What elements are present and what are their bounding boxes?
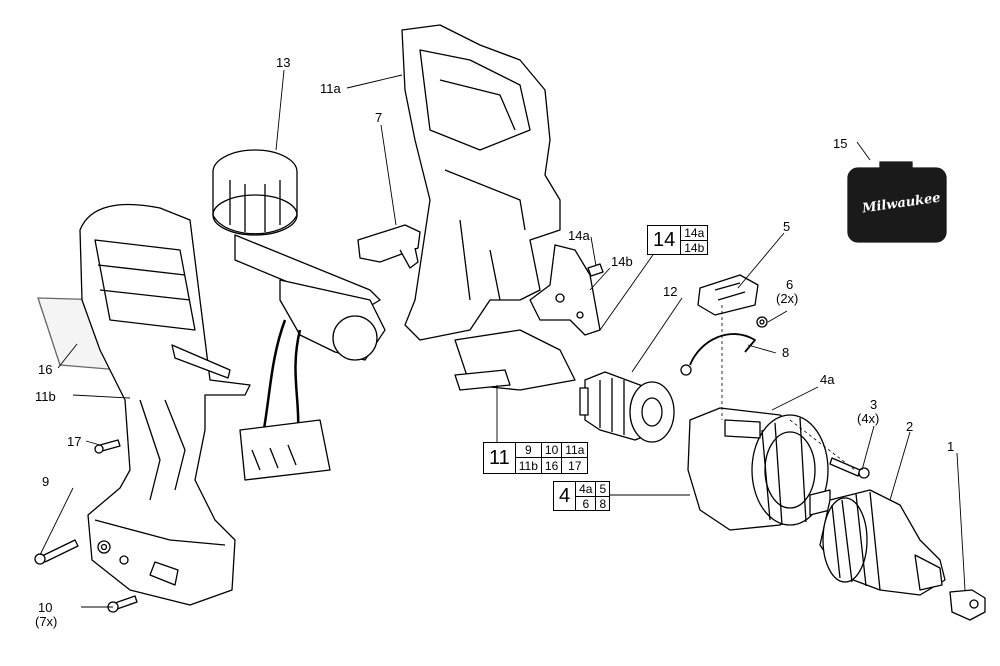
- reference-box-11: 11 9 10 11a 11b 16 17: [483, 442, 589, 474]
- reference-cell: 8: [599, 497, 607, 511]
- reference-box-14-main: 14: [648, 226, 682, 254]
- reference-cell: 17: [568, 458, 582, 473]
- part-housing-latch: [454, 329, 576, 391]
- part-5-speed-selector: [697, 274, 759, 316]
- part-4-gearbox: [687, 407, 831, 531]
- reference-cell: 11a: [562, 443, 588, 458]
- reference-cell: 14b: [684, 241, 705, 255]
- reference-box-11-main: 11: [484, 443, 516, 473]
- reference-cell: 16: [542, 458, 563, 473]
- callout-3: 3: [870, 397, 878, 412]
- callout-11a: 11a: [320, 81, 341, 96]
- alignment-lines: [721, 305, 856, 471]
- reference-cell: 11b: [516, 458, 542, 473]
- callout-13: 13: [276, 55, 291, 70]
- reference-box-14: 14 14a 14b: [647, 225, 709, 255]
- callout-16: 16: [38, 362, 53, 377]
- part-14b-plate: [529, 244, 601, 336]
- callout-4a: 4a: [820, 372, 835, 387]
- callout-9: 9: [42, 474, 50, 489]
- part-15-carry-case: [847, 161, 947, 243]
- reference-cell: 4a: [576, 482, 597, 497]
- callout-11b: 11b: [35, 389, 56, 404]
- callout-2: 2: [906, 419, 914, 434]
- callout-3-quantity: (4x): [857, 411, 880, 426]
- callout-6: 6: [786, 277, 794, 292]
- part-10-screw: [107, 595, 138, 613]
- reference-cell: 14a: [681, 226, 708, 241]
- part-2-chuck: [819, 489, 946, 596]
- callout-7: 7: [375, 110, 383, 125]
- part-11a-housing-half: [401, 24, 561, 341]
- callout-14b: 14b: [611, 254, 633, 269]
- part-3-screw: [829, 457, 870, 479]
- part-7-switch: [357, 224, 421, 269]
- callout-12: 12: [663, 284, 678, 299]
- callout-10-quantity: (7x): [35, 614, 58, 629]
- part-6-clip: [756, 316, 768, 328]
- part-14a-pin: [587, 263, 604, 277]
- reference-cell: 5: [596, 482, 610, 497]
- reference-box-4: 4 4a 5 6 8: [553, 481, 611, 511]
- callout-8: 8: [782, 345, 790, 360]
- part-1-screw: [949, 589, 986, 621]
- reference-cell: 6: [576, 497, 597, 511]
- part-11b-housing-half: [79, 203, 251, 606]
- part-8-spring: [680, 333, 756, 376]
- reference-cell: 10: [541, 443, 563, 458]
- callout-15: 15: [833, 136, 848, 151]
- part-13-electronics-assembly: [212, 149, 386, 481]
- leader-lines: [39, 69, 966, 608]
- callout-17: 17: [67, 434, 82, 449]
- callout-10: 10: [38, 600, 53, 615]
- callout-5: 5: [783, 219, 791, 234]
- reference-cell: 9: [515, 443, 542, 458]
- reference-box-4-main: 4: [554, 482, 577, 510]
- part-12-armature: [579, 371, 675, 443]
- part-17-screw: [94, 439, 121, 454]
- callout-1: 1: [947, 439, 955, 454]
- callout-14a: 14a: [568, 228, 590, 243]
- callout-6-quantity: (2x): [776, 291, 799, 306]
